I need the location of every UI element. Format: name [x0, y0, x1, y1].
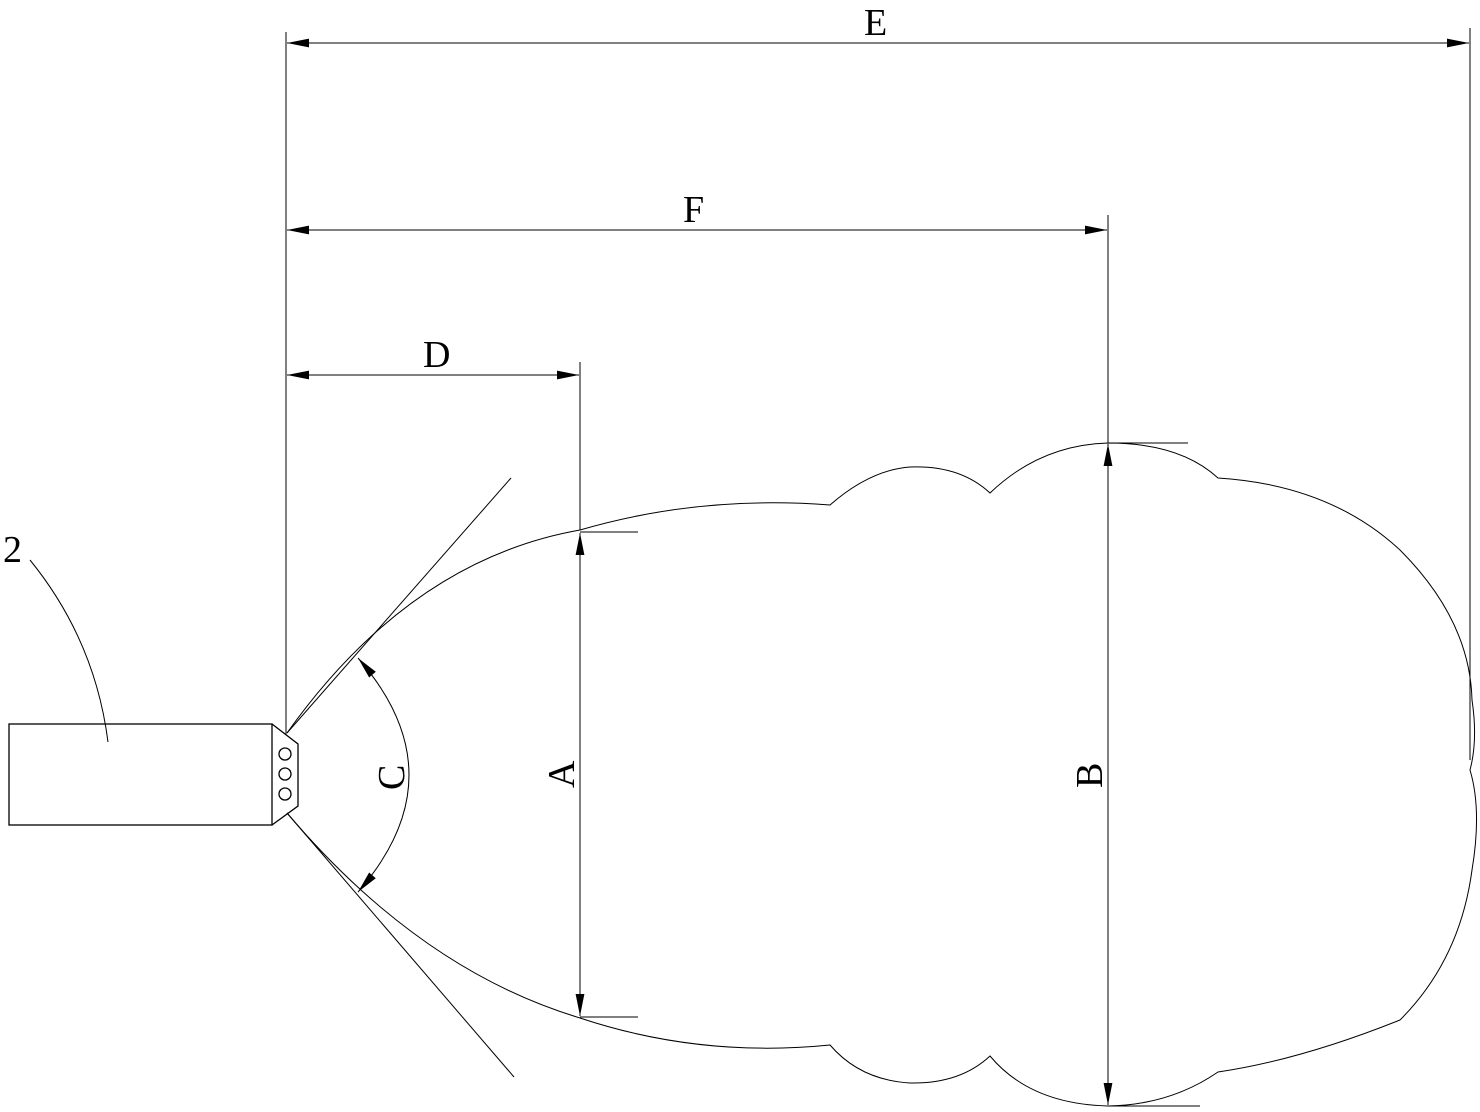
dimension-d-label: D: [423, 334, 450, 376]
spray-cone-upper-line: [286, 477, 512, 734]
dimension-e: E: [287, 2, 1471, 760]
nozzle-orifice-1: [278, 747, 292, 761]
nozzle-tip: [271, 723, 299, 826]
angle-c-arc: [357, 657, 410, 893]
nozzle: [8, 723, 299, 826]
spray-cone-lower-line: [286, 812, 515, 1078]
dimension-e-label: E: [864, 2, 887, 44]
dimension-a-label: A: [541, 760, 583, 788]
dimension-f-label: F: [683, 189, 704, 231]
dimension-a: A: [541, 531, 638, 1018]
nozzle-orifice-3: [278, 787, 292, 801]
angle-c: C: [357, 657, 413, 893]
nozzle-body: [8, 723, 273, 826]
spray-envelope: [286, 442, 1478, 1107]
dimension-b: B: [1069, 442, 1200, 1107]
dimension-b-label: B: [1069, 763, 1111, 788]
angle-c-label: C: [371, 765, 413, 790]
dimension-d: D: [287, 334, 581, 530]
dimension-f: F: [287, 189, 1109, 443]
nozzle-orifice-2: [278, 767, 292, 781]
part-number-label: 2: [3, 529, 22, 571]
part-leader-line: [29, 559, 109, 743]
